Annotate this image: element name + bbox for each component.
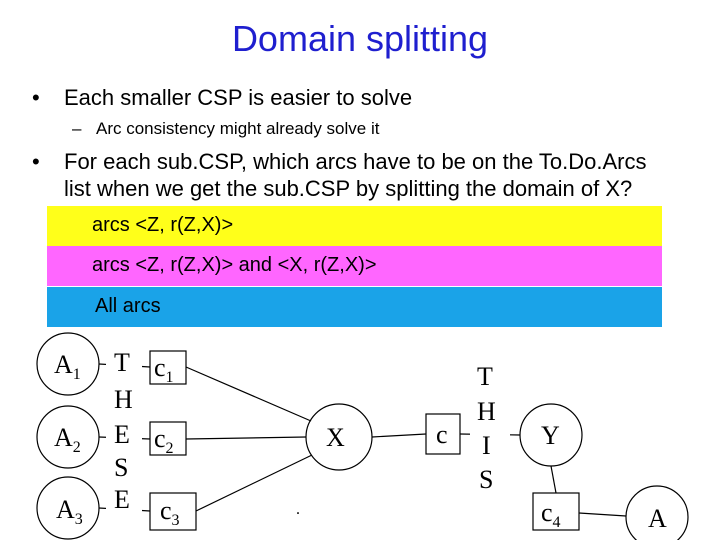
option-2-label: arcs <Z, r(Z,X)> and <X, r(Z,X)> [92,254,377,276]
option-1-label: arcs <Z, r(Z,X)> [92,214,234,236]
variable-node-a [625,485,689,540]
node-a2-label: A2 [54,423,81,456]
edge [578,512,627,517]
vertical-word-right-3: S [479,465,493,494]
bullet-symbol: • [32,149,40,174]
edge [195,454,313,512]
vertical-word-left-3: S [114,453,128,482]
bullet-1-text: Each smaller CSP is easier to solve [64,85,413,110]
vertical-word-left-2: E [114,420,130,449]
vertical-word-right-1: H [477,397,496,426]
node-a3-label: A3 [56,495,83,528]
vertical-word-right-0: T [477,362,493,391]
vertical-word-left-0: T [114,348,130,377]
constraint-c1-label: c1 [154,353,174,386]
edge [371,433,427,438]
constraint-c-label: c [436,420,448,449]
slide-title: Domain splitting [231,18,489,59]
node-x-label: X [326,423,345,452]
sub-bullet-1: – Arc consistency might already solve it [72,119,379,139]
constraint-c2-label: c2 [154,424,174,457]
edge [185,436,307,440]
option-box-1[interactable]: arcs <Z, r(Z,X)> [47,206,662,246]
edge [550,465,557,494]
vertical-word-right-2: I [482,431,491,460]
constraint-c3 [149,492,197,531]
bullet-2: • For each sub.CSP, which arcs have to b… [32,148,647,201]
node-a-label: A [648,504,667,533]
vertical-word-left-4: E [114,485,130,514]
bullet-1: • Each smaller CSP is easier to solve [32,84,412,111]
dash-symbol: – [72,119,82,138]
edge [185,366,312,422]
constraint-c4-label: c4 [541,498,561,531]
option-box-2[interactable]: arcs <Z, r(Z,X)> and <X, r(Z,X)> [47,246,662,286]
node-y-label: Y [541,421,560,450]
stray-dot: . [296,501,300,518]
vertical-word-left-bg [106,347,142,525]
bullet-2-line-2: list when we get the sub.CSP by splittin… [64,176,633,201]
node-a1-label: A1 [54,350,81,383]
vertical-word-right-bg [470,359,510,497]
sub-bullet-1-text: Arc consistency might already solve it [96,119,380,138]
option-box-3[interactable]: All arcs [47,287,662,327]
option-3-label: All arcs [95,295,161,317]
vertical-word-left-1: H [114,385,133,414]
constraint-c3-label: c3 [160,496,180,529]
bullet-2-line-1: For each sub.CSP, which arcs have to be … [64,149,647,174]
bullet-symbol: • [32,85,40,110]
